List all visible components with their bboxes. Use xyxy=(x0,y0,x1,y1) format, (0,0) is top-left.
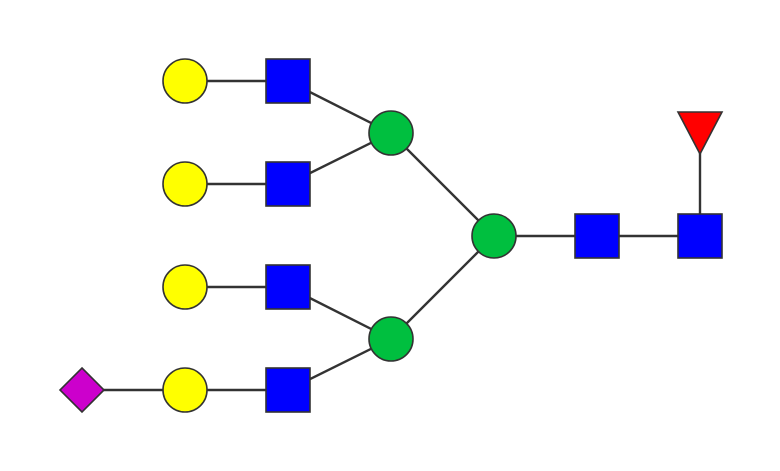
glcnac-square-icon xyxy=(266,368,310,412)
mannose-circle-icon xyxy=(369,111,413,155)
galactose-circle-icon xyxy=(163,59,207,103)
glcnac-square-icon xyxy=(266,59,310,103)
galactose-circle-icon xyxy=(163,368,207,412)
galactose-circle-icon xyxy=(163,162,207,206)
glcnac-square-icon xyxy=(678,214,722,258)
galactose-circle-icon xyxy=(163,265,207,309)
mannose-circle-icon xyxy=(472,214,516,258)
glcnac-square-icon xyxy=(266,162,310,206)
glcnac-square-icon xyxy=(575,214,619,258)
mannose-circle-icon xyxy=(369,317,413,361)
glcnac-square-icon xyxy=(266,265,310,309)
